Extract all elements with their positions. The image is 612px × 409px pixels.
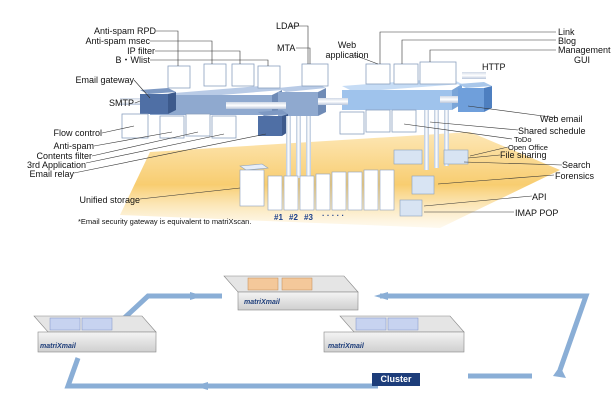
footnote: *Email security gateway is equivalent to…	[78, 217, 252, 226]
label-search: Search	[562, 160, 591, 170]
http-cube	[458, 82, 492, 112]
label-web-application: Web application	[325, 40, 369, 60]
label-ldap: LDAP	[276, 21, 300, 31]
label-todo: ToDo	[514, 135, 532, 144]
svg-text:matriXmail: matriXmail	[40, 343, 77, 350]
pipe	[440, 96, 470, 103]
label-anti-spam-msec: Anti-spam msec	[85, 36, 150, 46]
svg-text:matriXmail: matriXmail	[328, 343, 365, 350]
label-unified-storage: Unified storage	[79, 195, 140, 205]
cluster-arrowheads	[190, 292, 566, 390]
smtp-cube	[140, 88, 176, 114]
label-api: API	[532, 192, 547, 202]
server-right	[323, 315, 465, 353]
label-blog: Blog	[558, 36, 577, 46]
label-flow-control: Flow control	[53, 128, 102, 138]
label-mta: MTA	[277, 43, 296, 53]
label-email-gateway: Email gateway	[75, 75, 134, 85]
label-http: HTTP	[482, 62, 506, 72]
label-contents-filter: Contents filter	[36, 151, 92, 161]
label-forensics: Forensics	[555, 171, 595, 181]
storage-label-2: #2	[289, 213, 298, 222]
svg-text:matriXmail: matriXmail	[244, 299, 281, 306]
cluster-badge: Cluster	[372, 373, 420, 386]
label-web-email: Web email	[540, 114, 583, 124]
server-left	[33, 315, 157, 353]
label-smtp: SMTP	[108, 98, 134, 108]
pipe	[226, 102, 286, 109]
right-modules	[393, 149, 469, 217]
label-ip-filter: IP filter	[127, 46, 155, 56]
storage-label-dots: · · · · ·	[322, 211, 345, 220]
vertical-pipes	[286, 110, 449, 178]
label-anti-spam: Anti-spam	[53, 141, 94, 151]
label-b-wlist: B・Wlist	[115, 55, 151, 65]
label-link: Link	[558, 27, 575, 37]
server-brand-text: matriXmail matriXmail matriXmail	[40, 299, 365, 350]
label-file-sharing: File sharing	[500, 150, 547, 160]
pipe	[318, 98, 348, 105]
gateway-cube	[258, 110, 288, 136]
label-open-office: Open Office	[508, 143, 548, 152]
module-box	[167, 61, 457, 89]
label-management: Management	[558, 45, 611, 55]
pipe	[120, 98, 150, 105]
leader-lines	[73, 25, 563, 213]
label-email-relay: Email relay	[29, 169, 74, 179]
label-shared-schedule: Shared schedule	[518, 126, 586, 136]
storage-label-3: #3	[304, 213, 313, 222]
label-3rd-application: 3rd Application	[26, 160, 86, 170]
storage-label-1: #1	[274, 213, 283, 222]
module-box	[121, 109, 417, 139]
label-gui: GUI	[574, 55, 591, 65]
server-top	[223, 275, 359, 311]
label-anti-spam-rpd: Anti-spam RPD	[93, 26, 156, 36]
pipe	[462, 72, 486, 79]
unified-storage	[239, 163, 395, 211]
label-imap-pop: IMAP POP	[515, 208, 559, 218]
